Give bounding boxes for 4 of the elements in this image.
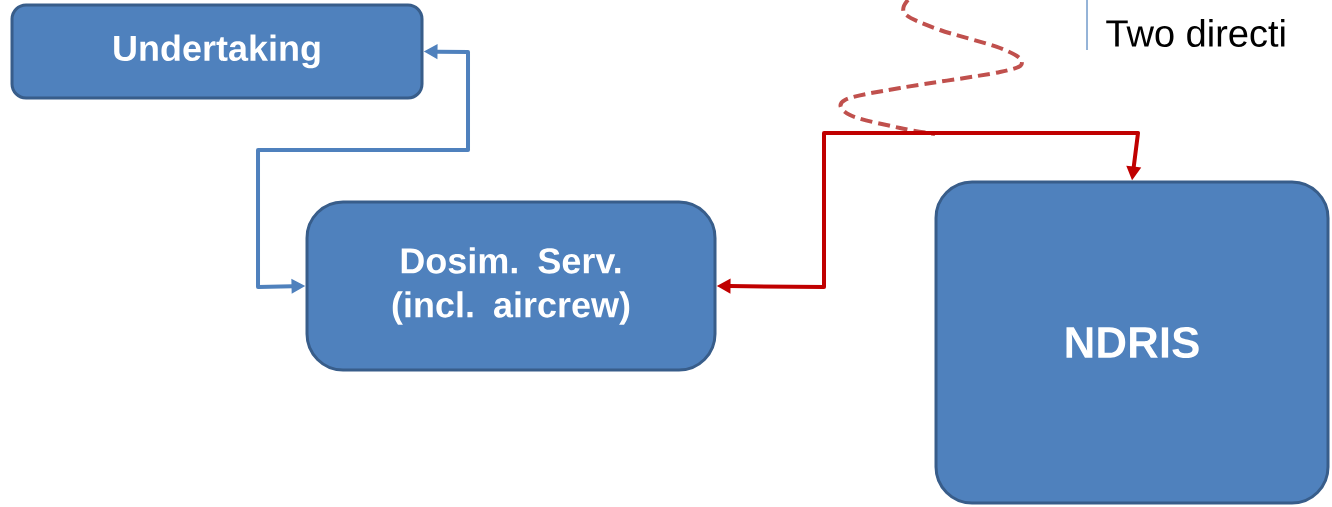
callout-text: Two directi [1106,19,1285,47]
system-box: NDRIS [934,180,1330,505]
process-box: Undertaking [10,3,424,100]
process-box: Dosim. Serv. (incl. aircrew) [305,200,717,372]
